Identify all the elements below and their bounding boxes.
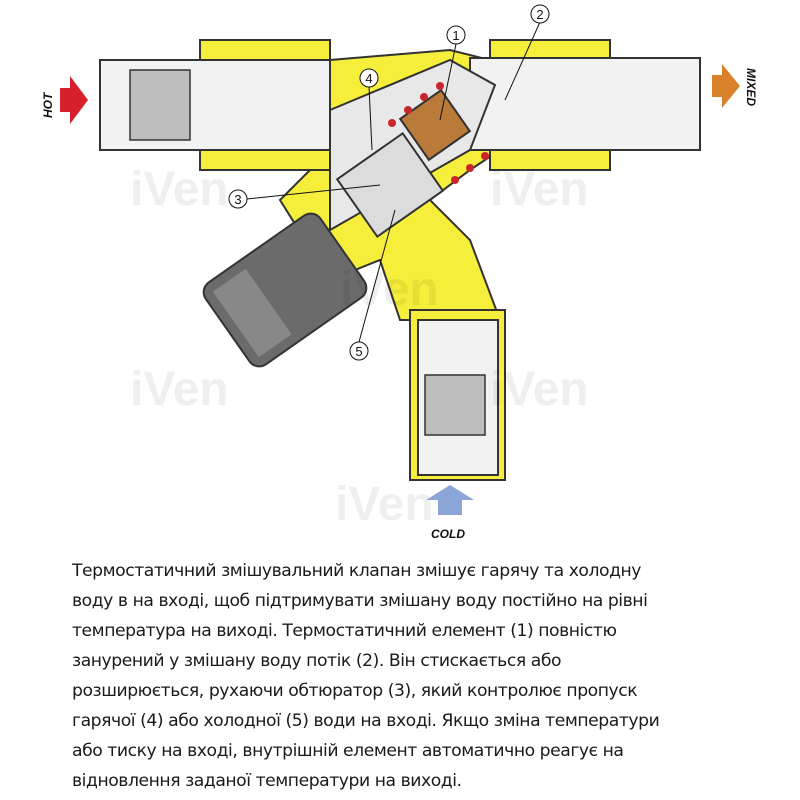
description-line: температура на виході. Термостатичний ел…: [72, 621, 617, 641]
callout-2: 2: [536, 7, 543, 22]
svg-text:iVen: iVen: [490, 363, 589, 416]
description-line: розширюється, рухаючи обтюратор (3), яки…: [72, 681, 638, 701]
check-valves: [129, 69, 486, 436]
watermark: iVen iVen iVen iVen iVen iVen: [130, 163, 589, 531]
thermostatic-valve-diagram: iVen iVen iVen iVen iVen iVen HOT MIXED COL…: [41, 4, 758, 541]
mixed-arrow-icon: [712, 64, 740, 108]
cold-arrow-icon: [426, 485, 474, 515]
description-line: Термостатичний змішувальний клапан змішу…: [72, 561, 642, 581]
hot-label: HOT: [41, 91, 55, 118]
description-line: гарячої (4) або холодної (5) води на вхо…: [72, 711, 660, 731]
callout-3: 3: [234, 192, 241, 207]
callouts: [228, 4, 550, 361]
cold-label: COLD: [431, 527, 465, 541]
callout-1: 1: [452, 28, 459, 43]
adjustment-knob: [202, 212, 368, 368]
description-line: або тиску на вході, внутрішній елемент а…: [72, 741, 624, 761]
svg-text:iVen: iVen: [130, 363, 229, 416]
description-line: відновлення заданої температури на виход…: [72, 771, 462, 791]
description-line: воду в на вході, щоб підтримувати змішан…: [72, 591, 648, 611]
svg-text:iVen: iVen: [130, 163, 229, 216]
svg-text:iVen: iVen: [340, 263, 439, 316]
svg-text:iVen: iVen: [335, 478, 434, 531]
callout-5: 5: [355, 344, 362, 359]
description-line: занурений у змішану воду потік (2). Він …: [72, 651, 562, 671]
hot-arrow-icon: [60, 76, 88, 124]
mixed-label: MIXED: [744, 68, 758, 106]
callout-4: 4: [365, 71, 372, 86]
description-text: Термостатичний змішувальний клапан змішу…: [72, 556, 772, 796]
svg-text:iVen: iVen: [490, 163, 589, 216]
